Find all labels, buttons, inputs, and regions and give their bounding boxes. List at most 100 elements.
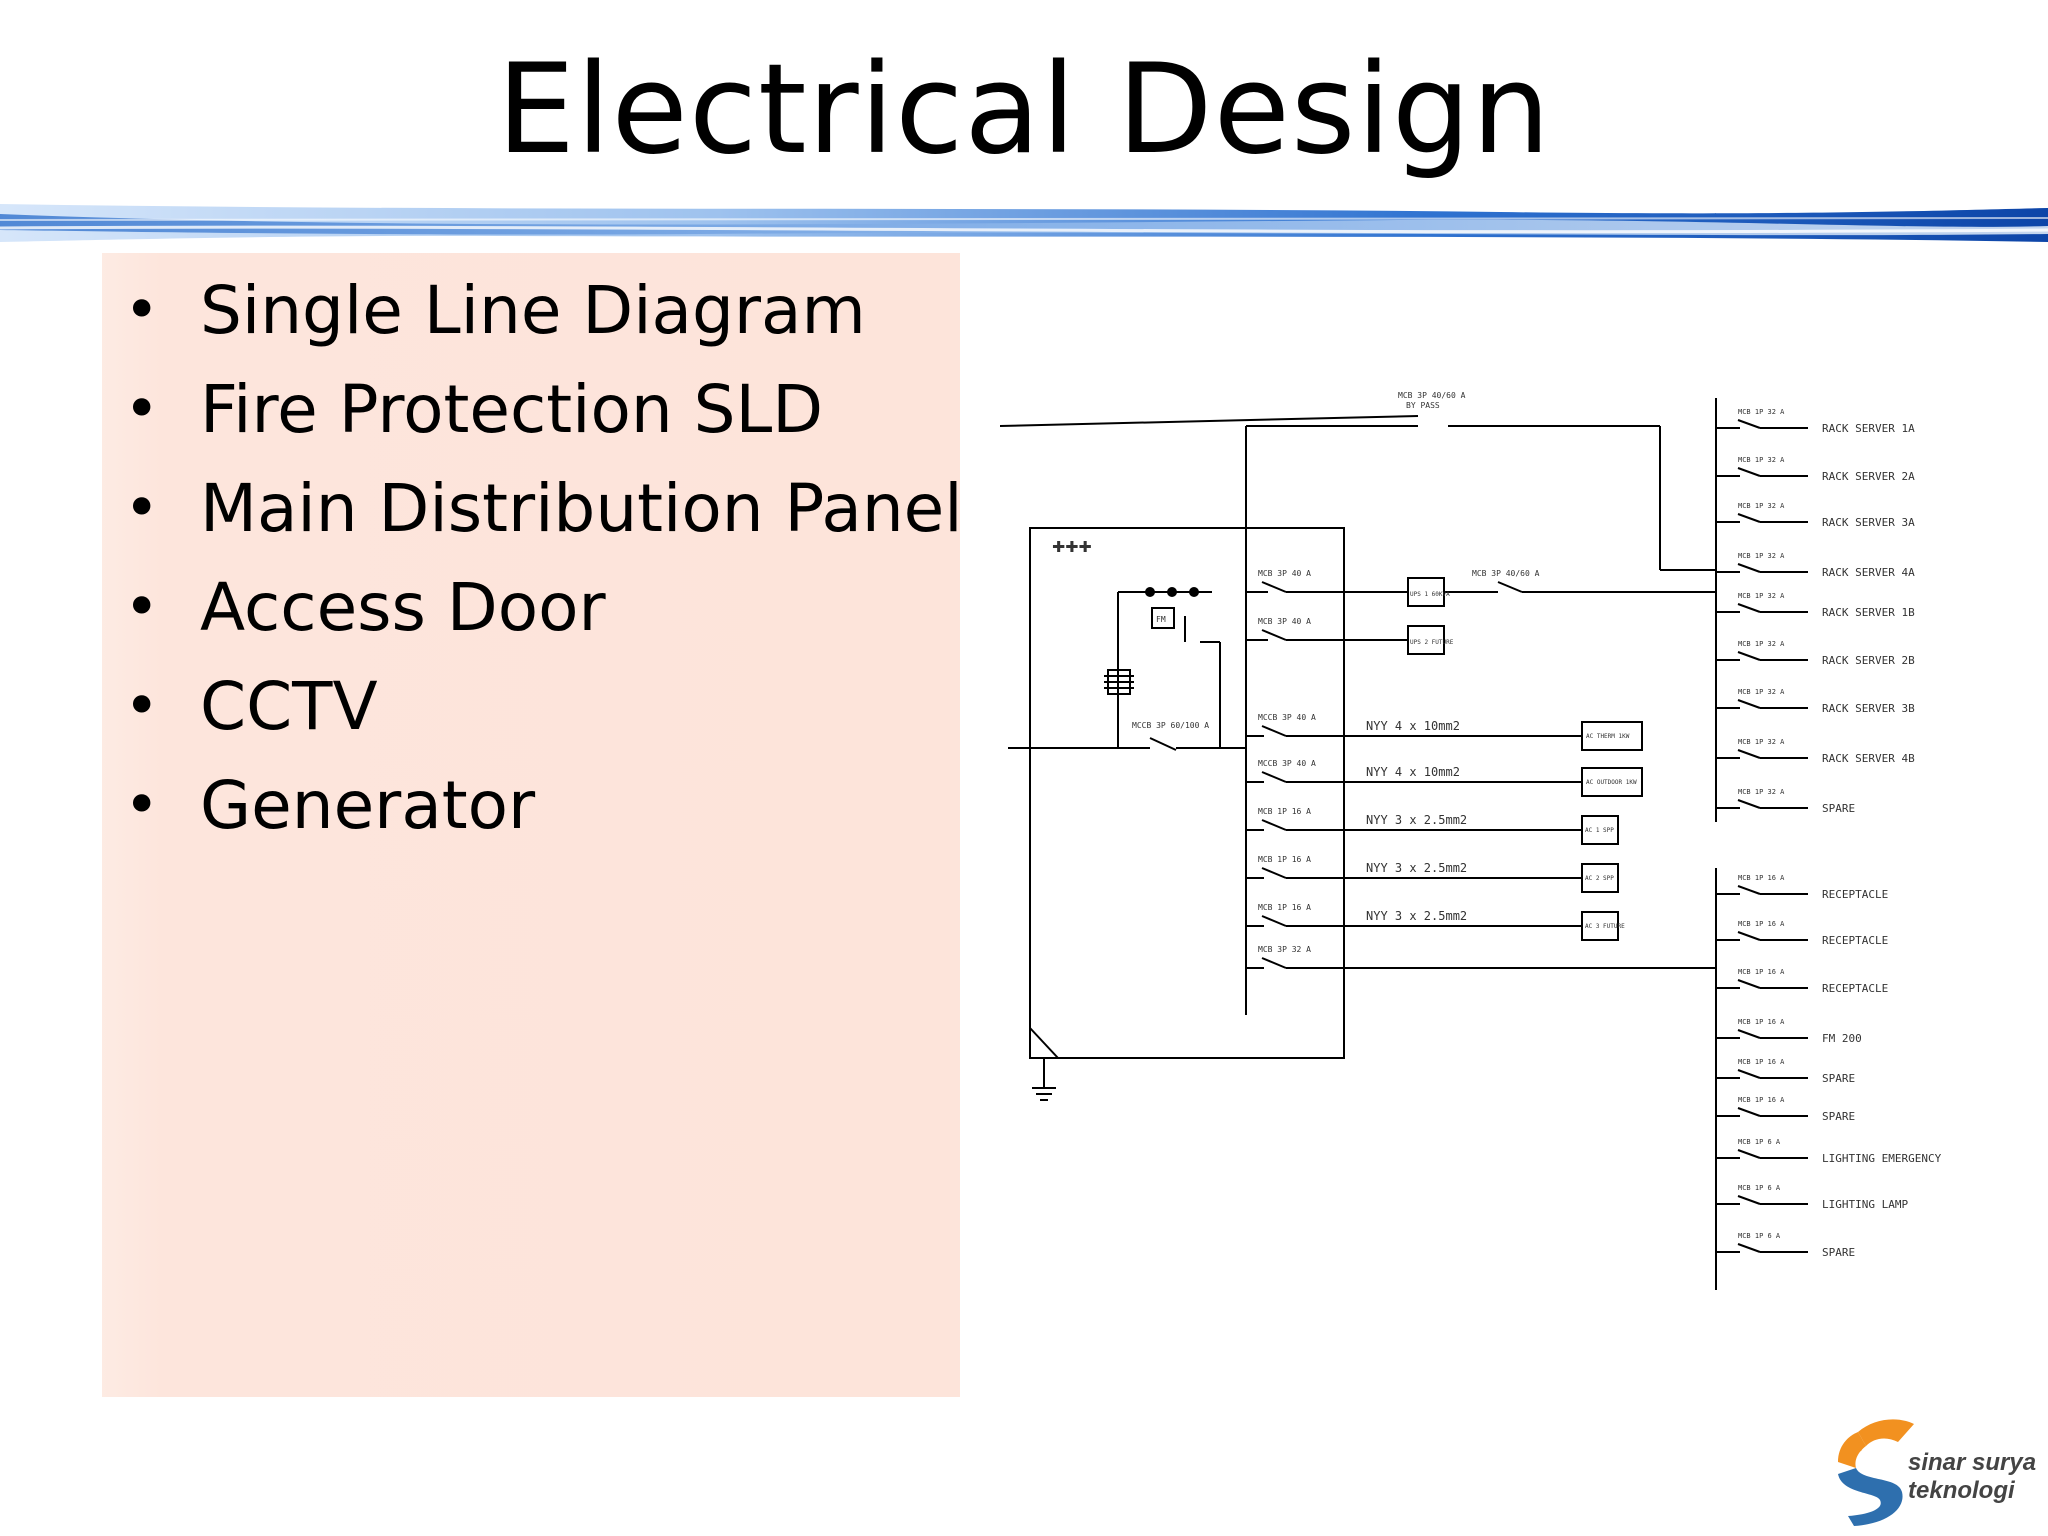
branch-circuit-label: SPARE — [1822, 802, 1855, 815]
branch-breaker — [1737, 1195, 1761, 1205]
branch-breaker — [1737, 749, 1761, 759]
branch-circuit-label: RECEPTACLE — [1822, 888, 1888, 901]
panel-breaker-label: MCB 1P 16 A — [1258, 903, 1311, 912]
branch-breaker — [1737, 603, 1761, 613]
panel-breaker-label: MCCB 3P 40 A — [1258, 713, 1316, 722]
sub-circuit-list: MCB 1P 16 A RECEPTACLE MCB 1P 16 A RECEPTAC… — [1716, 874, 1942, 1259]
cable-label: NYY 4 x 10mm2 — [1366, 719, 1460, 733]
ups-circuit-row: MCB 1P 32 A RACK SERVER 2A — [1716, 456, 1915, 483]
fm-label: FM — [1156, 615, 1166, 624]
branch-circuit-label: LIGHTING LAMP — [1822, 1198, 1908, 1211]
bullet-text: Main Distribution Panel — [200, 470, 963, 547]
bypass-breaker-label: MCB 3P 40/60 A — [1398, 391, 1466, 400]
branch-circuit-label: RACK SERVER 4A — [1822, 566, 1915, 579]
bullet-dot: • — [124, 374, 160, 444]
branch-breaker — [1737, 799, 1761, 809]
branch-breaker-label: MCB 1P 16 A — [1738, 1096, 1785, 1104]
panel-enclosure — [1029, 527, 1345, 1059]
load-box-label: AC 3 FUTURE — [1585, 923, 1625, 930]
branch-breaker — [1737, 699, 1761, 709]
ups-circuit-row: MCB 1P 32 A RACK SERVER 1A — [1716, 408, 1915, 435]
panel-breaker-label: MCCB 3P 40 A — [1258, 759, 1316, 768]
branch-breaker-label: MCB 1P 6 A — [1738, 1232, 1781, 1240]
branch-breaker — [1737, 1029, 1761, 1039]
branch-breaker — [1737, 563, 1761, 573]
panel-breaker-label: MCB 1P 16 A — [1258, 855, 1311, 864]
branch-circuit-label: SPARE — [1822, 1072, 1855, 1085]
single-line-diagram: ✚✚✚ MCB 3P 40/60 A BY PASS MCCB 3P 60/10… — [1000, 391, 1942, 1290]
branch-breaker — [1737, 419, 1761, 429]
main-breaker-label: MCCB 3P 60/100 A — [1132, 721, 1209, 730]
branch-circuit-label: RECEPTACLE — [1822, 934, 1888, 947]
sub-circuit-row: MCB 1P 16 A FM 200 — [1716, 1018, 1862, 1045]
panel-breaker-label: MCB 3P 40 A — [1258, 569, 1311, 578]
sub-circuit-row: MCB 1P 16 A SPARE — [1716, 1058, 1855, 1085]
ups-circuit-row: MCB 1P 32 A SPARE — [1716, 788, 1855, 815]
branch-circuit-label: SPARE — [1822, 1110, 1855, 1123]
branch-breaker — [1737, 651, 1761, 661]
bullet-dot: • — [124, 572, 160, 642]
branch-circuit-label: RACK SERVER 1A — [1822, 422, 1915, 435]
panel-breaker-label: MCB 1P 16 A — [1258, 807, 1311, 816]
ups-circuit-row: MCB 1P 32 A RACK SERVER 4A — [1716, 552, 1915, 579]
load-box-label: AC 2 SPP — [1585, 875, 1614, 882]
branch-breaker-label: MCB 1P 16 A — [1738, 1018, 1785, 1026]
bullet-text: Fire Protection SLD — [200, 371, 824, 448]
branch-breaker — [1737, 885, 1761, 895]
bullet-panel: • Single Line Diagram • Fire Protection SL… — [102, 253, 963, 1397]
sub-circuit-row: MCB 1P 16 A RECEPTACLE — [1716, 968, 1888, 995]
cable-label: NYY 4 x 10mm2 — [1366, 765, 1460, 779]
logo-line1: sinar surya — [1908, 1449, 2036, 1476]
sub-circuit-row: MCB 1P 6 A LIGHTING LAMP — [1716, 1184, 1908, 1211]
branch-circuit-label: SPARE — [1822, 1246, 1855, 1259]
logo-line2: teknologi — [1908, 1477, 2016, 1504]
bullet-text: Generator — [200, 767, 536, 844]
branch-breaker-label: MCB 1P 6 A — [1738, 1184, 1781, 1192]
branch-circuit-label: RACK SERVER 1B — [1822, 606, 1915, 619]
bullet-text: Single Line Diagram — [200, 272, 866, 349]
branch-breaker-label: MCB 1P 32 A — [1738, 408, 1785, 416]
branch-circuit-label: RACK SERVER 2B — [1822, 654, 1915, 667]
branch-circuit-label: RACK SERVER 3B — [1822, 702, 1915, 715]
bypass-breaker-sub: BY PASS — [1406, 401, 1440, 410]
panel-breaker-label: MCB 3P 32 A — [1258, 945, 1311, 954]
branch-breaker — [1737, 931, 1761, 941]
svg-text:✚✚✚: ✚✚✚ — [1052, 533, 1092, 558]
branch-breaker — [1737, 1107, 1761, 1117]
branch-breaker-label: MCB 1P 32 A — [1738, 688, 1785, 696]
cable-label: NYY 3 x 2.5mm2 — [1366, 813, 1467, 827]
bullet-dot: • — [124, 770, 160, 840]
branch-breaker — [1737, 1069, 1761, 1079]
branch-breaker-label: MCB 1P 16 A — [1738, 968, 1785, 976]
branch-breaker-label: MCB 1P 32 A — [1738, 456, 1785, 464]
bullet-text: Access Door — [200, 569, 606, 646]
branch-breaker-label: MCB 1P 32 A — [1738, 552, 1785, 560]
branch-circuit-label: RACK SERVER 3A — [1822, 516, 1915, 529]
branch-breaker-label: MCB 1P 32 A — [1738, 592, 1785, 600]
load-box-label: AC 1 SPP — [1585, 827, 1614, 834]
branch-circuit-label: RACK SERVER 4B — [1822, 752, 1915, 765]
bullet-dot: • — [124, 473, 160, 543]
branch-breaker-label: MCB 1P 32 A — [1738, 788, 1785, 796]
branch-circuit-label: RECEPTACLE — [1822, 982, 1888, 995]
branch-breaker — [1737, 979, 1761, 989]
panel-breaker-label: MCB 3P 40 A — [1258, 617, 1311, 626]
branch-breaker — [1737, 513, 1761, 523]
header-stripe — [0, 204, 2048, 242]
ups-box-label: UPS 1 60KVA — [1410, 591, 1450, 598]
cable-label: NYY 3 x 2.5mm2 — [1366, 861, 1467, 875]
load-box-label: AC OUTDOOR 1KW — [1586, 779, 1637, 786]
branch-breaker-label: MCB 1P 6 A — [1738, 1138, 1781, 1146]
branch-circuit-label: FM 200 — [1822, 1032, 1862, 1045]
branch-circuit-label: RACK SERVER 2A — [1822, 470, 1915, 483]
ups-circuit-row: MCB 1P 32 A RACK SERVER 3B — [1716, 688, 1915, 715]
branch-breaker — [1737, 1149, 1761, 1159]
branch-breaker-label: MCB 1P 16 A — [1738, 1058, 1785, 1066]
